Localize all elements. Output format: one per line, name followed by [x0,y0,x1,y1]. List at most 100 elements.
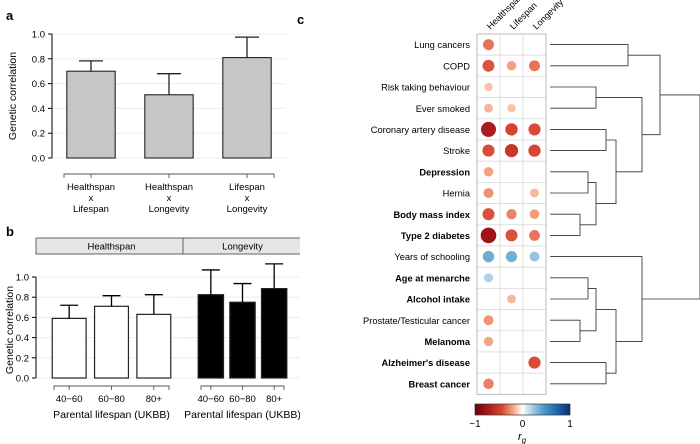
bar [222,57,272,159]
dendrogram-branch [550,256,643,342]
heatmap-cell-bg [499,160,524,183]
heatmap-cell-bg [522,33,547,56]
heatmap-point [504,143,519,158]
heatmap-point [483,378,494,390]
y-tick-label: 0.6 [16,313,29,324]
heatmap-row-label: Hernia [443,189,471,199]
panel-b-letter: b [6,224,14,239]
heatmap-cell-bg [522,309,547,332]
panel-b-xlabel: Parental lifespan (UKBB) [184,409,300,421]
dendrogram-branch [596,97,643,173]
panel-c-legend [474,403,571,416]
y-tick-label: 0.8 [32,54,45,65]
dendrogram-branch [550,44,629,67]
heatmap-row-label: Depression [419,167,470,177]
heatmap-cell-bg [499,372,524,395]
dendrogram-branch [580,287,597,332]
y-tick-label: 0.2 [32,129,45,140]
category-label-line: x [89,193,94,204]
heatmap-cell-bg [499,330,524,353]
heatmap-point [484,103,493,113]
heatmap-point [529,209,540,220]
facet-strip-label: Longevity [222,242,263,253]
heatmap-cell-bg [499,309,524,332]
heatmap-point [483,167,494,177]
dendrogram-branch [550,171,589,194]
heatmap-cell-bg [522,330,547,353]
heatmap-row-label: Breast cancer [408,379,470,389]
x-tick-label: 40−60 [56,394,83,405]
heatmap-point [506,61,517,71]
heatmap-point [484,82,493,92]
heatmap-point [529,60,540,72]
heatmap-cell-bg [499,76,524,98]
legend-title-main: r [518,431,523,443]
panel-a-category-labels: HealthspanxLifespanHealthspanxLongevityL… [63,173,275,215]
heatmap-row-label: Lung cancers [414,40,470,50]
dendrogram-branch [550,319,581,342]
heatmap-point [483,273,494,283]
heatmap-cell-bg [522,372,547,395]
y-tick-label: 1.0 [16,273,29,284]
heatmap-point [505,251,518,263]
dendrogram-branch [642,94,700,300]
y-tick-label: 1.0 [32,30,45,41]
facet-strip [182,237,300,255]
heatmap-row-label: Stroke [443,146,470,156]
heatmap-cell-bg [522,288,547,310]
heatmap-point [507,103,516,113]
category-label-line: Lifespan [229,182,265,193]
dendrogram-branch [580,181,597,226]
category-label-line: Healthspan [67,182,115,193]
heatmap-cell-bg [499,351,524,374]
y-tick-label: 0.2 [16,353,29,364]
heatmap-point [529,251,540,262]
heatmap-cell-bg [522,97,547,120]
panel-a-chart: 0.00.20.40.60.81.0 HealthspanxLifespanHe… [7,30,286,215]
y-tick-label: 0.0 [16,374,29,385]
heatmap-row-label: Alcohol intake [406,295,470,305]
x-tick-label: 60−80 [98,394,125,405]
bar [197,294,225,379]
heatmap-row-label: COPD [443,61,470,71]
heatmap-point [505,123,518,136]
bar [93,305,130,379]
dendrogram-branch [550,277,589,300]
x-tick-label: 40−60 [197,394,224,405]
panel-a-bars [66,36,272,159]
dendrogram-branch [550,213,581,236]
legend-title-sub: g [522,436,527,444]
heatmap-cell-bg [476,351,501,374]
y-tick-label: 0.6 [32,79,45,90]
panel-c-cells [476,33,547,395]
heatmap-row-label: Ever smoked [416,104,470,114]
category-label-line: x [167,193,172,204]
x-tick-label: 60−80 [229,394,256,405]
heatmap-cell-bg [499,33,524,56]
bar [66,70,116,159]
heatmap-cell-bg [499,182,524,204]
facet-strip-label: Healthspan [87,242,135,253]
heatmap-row-label: Age at menarche [395,273,470,283]
bar [136,313,172,379]
heatmap-row-label: Alzheimer's disease [381,358,470,368]
y-tick-label: 0.4 [16,333,29,344]
legend-tick-label: 1 [567,419,573,430]
x-tick-label: 80+ [146,394,163,405]
y-tick-label: 0.0 [32,154,45,165]
heatmap-cell-bg [476,288,501,310]
heatmap-row-label: Prostate/Testicular cancer [363,316,470,326]
category-label-line: Longevity [227,204,268,215]
heatmap-row-label: Risk taking behaviour [381,83,470,93]
dendrogram-branch [596,309,617,374]
heatmap-point [483,336,494,347]
panel-c-dendrogram [550,44,700,385]
bar [51,317,87,379]
heatmap-point [529,229,540,241]
heatmap-point [528,356,541,369]
heatmap-row-label: Years of schooling [394,252,470,262]
